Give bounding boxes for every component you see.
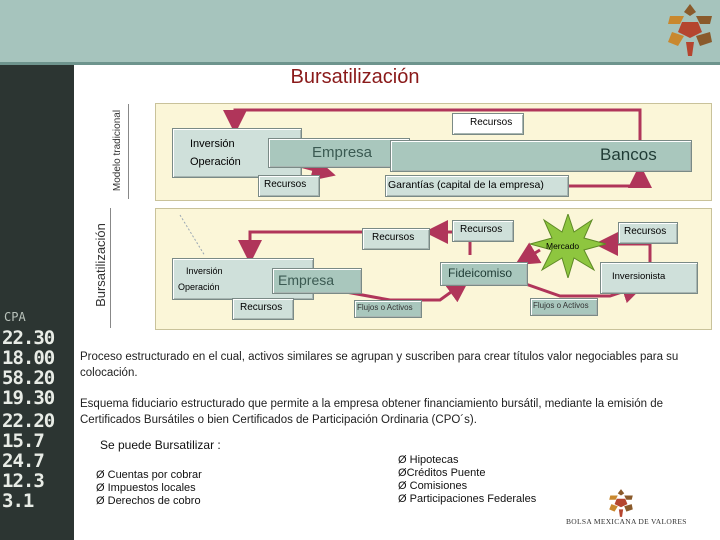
guide-line (179, 214, 206, 257)
recursos-fideicomiso-label: Recursos (460, 224, 503, 235)
can-title: Se puede Bursatilizar : (100, 438, 221, 452)
mercado-star-icon (530, 214, 606, 278)
bullet-icon: Ø (96, 469, 105, 481)
bmv-logo-icon (668, 4, 712, 56)
list-item: Ø Derechos de cobro (96, 495, 201, 507)
recursos-bottom-box (232, 298, 294, 320)
inversionista-label: Inversionista (612, 271, 666, 282)
recursos-fideicomiso-box (452, 220, 514, 242)
flujos-label-2: Flujos o Activos (533, 301, 589, 310)
recursos-mid-box (362, 228, 430, 250)
ticker-value: 19.30 (2, 387, 55, 409)
empresa-box-2 (272, 268, 362, 294)
ticker-value: 24.7 (2, 450, 45, 472)
garantias-box (385, 175, 569, 197)
top-banner-stripe (0, 62, 720, 65)
garantias-label: Garantías (capital de la empresa) (388, 179, 544, 191)
list-item: ØCréditos Puente (398, 467, 486, 479)
fideicomiso-label: Fideicomiso (448, 266, 513, 280)
flujos-label-1: Flujos o Activos (357, 303, 413, 312)
arrow-bancos-to-empresa (223, 108, 642, 140)
inversion-label-2: Inversión (186, 266, 223, 276)
divider-line (128, 104, 129, 199)
ticker-value: 22.20 (2, 410, 55, 432)
inversion-label: Inversión (190, 138, 235, 150)
recursos-left-label: Recursos (264, 179, 307, 190)
recursos-right-box (618, 222, 678, 244)
mercado-label: Mercado (546, 241, 580, 251)
description-process: Proceso estructurado en el cual, activos… (80, 351, 679, 379)
bullet-icon: Ø (96, 482, 105, 494)
arrow-inversionista-to-mercado (594, 232, 652, 262)
operacion-label: Operación (190, 156, 241, 168)
bullet-icon: Ø (398, 493, 407, 505)
bancos-label: Bancos (600, 145, 657, 164)
bullet-icon: Ø (398, 454, 407, 466)
operacion-label-2: Operación (178, 282, 220, 292)
bullet-icon: Ø (398, 467, 407, 479)
arrow-mercado-to-fideicomiso (514, 242, 542, 266)
list-item: Ø Cuentas por cobrar (96, 469, 202, 481)
recursos-top-label: Recursos (470, 117, 513, 128)
ticker-value: 22.30 (2, 327, 55, 349)
empresa-label-2: Empresa (278, 272, 335, 288)
bmv-footer-text: BOLSA MEXICANA DE VALORES (566, 517, 687, 526)
top-banner (0, 0, 720, 62)
recursos-bottom-label: Recursos (240, 302, 283, 313)
ticker-value: 15.7 (2, 430, 45, 452)
ticker-value: 12.3 (2, 470, 45, 492)
page-title: Bursatilización (290, 66, 420, 88)
bullet-icon: Ø (398, 480, 407, 492)
recursos-top-box (452, 113, 524, 135)
description-scheme: Esquema fiduciario estructurado que perm… (80, 398, 663, 426)
recursos-right-label: Recursos (624, 226, 667, 237)
divider-line (110, 208, 111, 328)
list-item: Ø Impuestos locales (96, 482, 196, 494)
securitizable-panel (80, 433, 710, 540)
list-item: Ø Participaciones Federales (398, 493, 537, 505)
flujos-box-2 (530, 298, 598, 316)
stock-ticker-image: CPA 22.30 18.00 58.20 19.30 22.20 15.7 2… (0, 65, 74, 540)
bullet-icon: Ø (96, 495, 105, 507)
fideicomiso-box (440, 262, 528, 286)
ticker-value: 3.1 (2, 490, 34, 512)
list-item: Ø Hipotecas (398, 454, 459, 466)
recursos-left-box (258, 175, 320, 197)
ticker-value: 58.20 (2, 367, 55, 389)
bancos-box (390, 140, 692, 172)
recursos-mid-label: Recursos (372, 232, 415, 243)
inversionista-box (600, 262, 698, 294)
empresa-label: Empresa (312, 144, 373, 161)
ticker-value: 18.00 (2, 347, 55, 369)
empresa-box (268, 138, 410, 168)
flujos-box-1 (354, 300, 422, 318)
arrow-garantias-to-bancos (565, 164, 652, 188)
list-item: Ø Comisiones (398, 480, 468, 492)
arrow-recursos-to-inversion (238, 230, 395, 264)
ticker-label: CPA (4, 310, 26, 324)
bmv-footer-logo-icon (609, 489, 633, 517)
